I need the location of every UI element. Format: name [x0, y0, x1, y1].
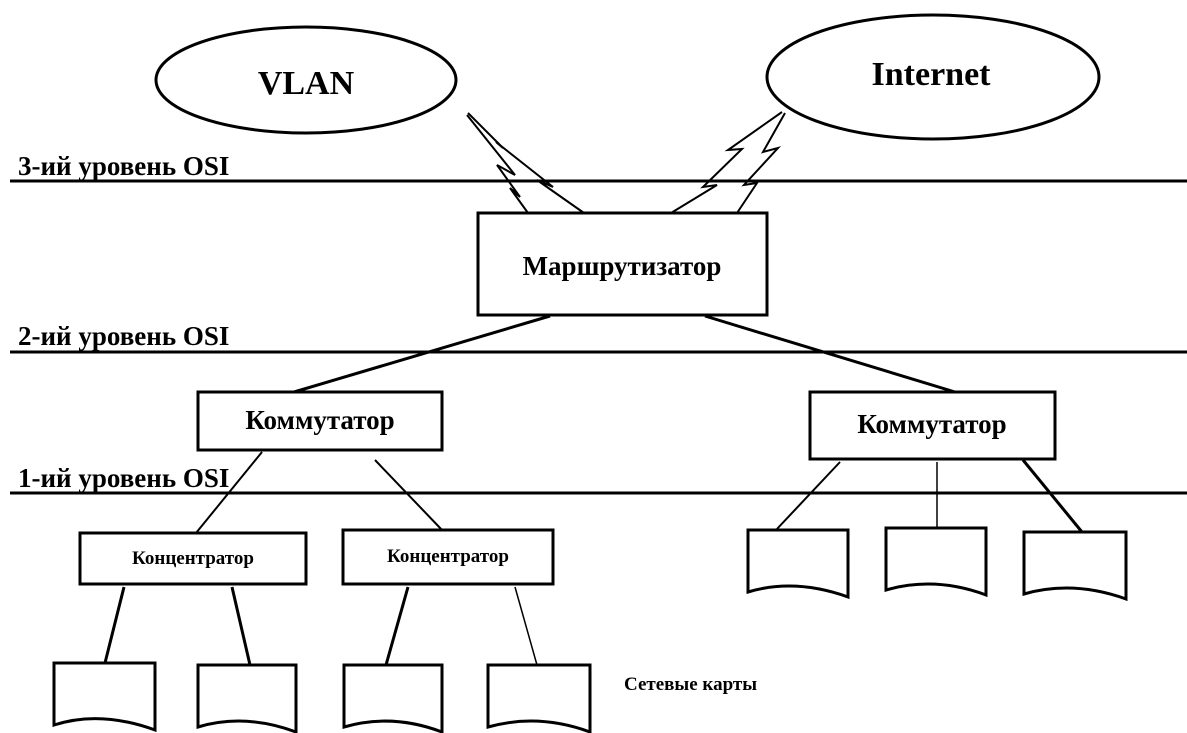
- hub-left-card-2-link: [230, 586, 252, 666]
- internet-label: Internet: [872, 56, 992, 93]
- switch-right-card-3-link: [1021, 459, 1084, 533]
- switch-right-box: [808, 390, 1057, 461]
- internet-ellipse: [765, 13, 1101, 141]
- switch-right-label: Коммутатор: [857, 409, 1006, 439]
- switch-right-card-1-link: [775, 461, 841, 531]
- hub-right-card-1-link: [384, 586, 410, 666]
- network-card-icon: [884, 526, 988, 598]
- switch-left-label: Коммутатор: [245, 405, 394, 435]
- hub-right-card-2-link: [514, 586, 538, 666]
- network-card-icon: [746, 528, 850, 600]
- hub-left-box: [78, 531, 308, 586]
- internet-router-link-2: [670, 111, 783, 214]
- hub-right-label: Концентратор: [387, 546, 509, 567]
- switch-left-hub-right-link: [374, 459, 443, 531]
- switch-left-hub-left-link: [195, 451, 263, 534]
- network-card-icon: [196, 663, 298, 733]
- osi-level-1-label: 1-ий уровень OSI: [18, 463, 229, 493]
- router-switch-left-link: [293, 314, 551, 394]
- vlan-ellipse: [154, 25, 458, 135]
- switch-left-box: [196, 390, 444, 452]
- router-box: [476, 211, 769, 317]
- hub-left-label: Концентратор: [132, 548, 254, 569]
- network-cards-label: Сетевые карты: [624, 674, 757, 695]
- router-label: Маршрутизатор: [523, 251, 722, 281]
- vlan-router-link-2: [467, 112, 585, 214]
- network-card-icon: [1022, 530, 1128, 602]
- osi-level-3-label: 3-ий уровень OSI: [18, 151, 229, 181]
- network-card-icon: [486, 663, 592, 733]
- network-card-icon: [52, 661, 157, 733]
- hub-left-card-1-link: [103, 586, 126, 664]
- network-card-icon: [342, 663, 444, 733]
- vlan-router-link-1: [466, 114, 529, 214]
- hub-right-box: [341, 528, 555, 586]
- router-switch-right-link: [704, 314, 956, 394]
- osi-level-2-label: 2-ий уровень OSI: [18, 321, 229, 351]
- internet-router-link-1: [736, 112, 786, 214]
- vlan-label: VLAN: [258, 65, 355, 102]
